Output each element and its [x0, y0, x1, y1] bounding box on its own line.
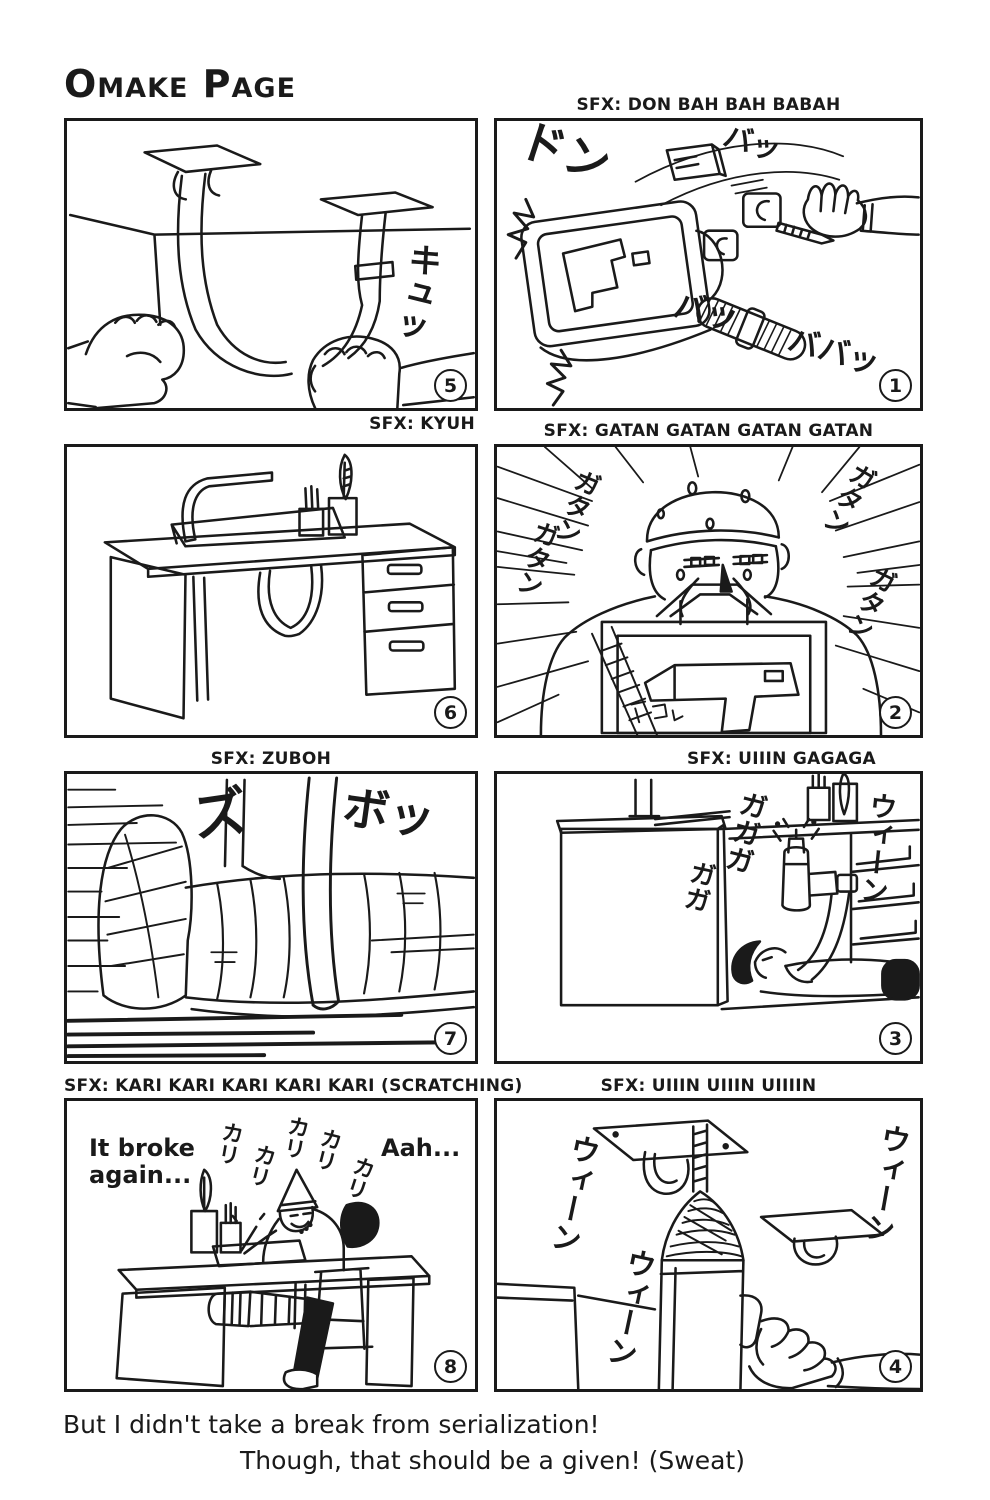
- panel-3: ガガガ ガガ ウィーン 3: [494, 771, 923, 1064]
- caption-panel7-sfx: SFX: ZUBOH: [210, 749, 332, 769]
- sfx-kari-katakana: カリ: [212, 1119, 245, 1167]
- panel-1-art: [506, 142, 920, 407]
- dialogue-aah: Aah...: [381, 1134, 461, 1162]
- panel-number-badge: 4: [879, 1350, 912, 1383]
- panel-8-art: [115, 1168, 431, 1389]
- panel-8: It broke again... Aah... カリ カリ カリ カリ カリ …: [64, 1098, 478, 1392]
- panel-2-art: [497, 447, 920, 735]
- panel-6: 6: [64, 444, 478, 738]
- panel-6-art: [103, 453, 457, 720]
- panel-number-badge: 1: [879, 369, 912, 402]
- sfx-bo-katakana: ボッ: [339, 779, 439, 847]
- panel-number-badge: 8: [434, 1350, 467, 1383]
- footer-note-line2: Though, that should be a given! (Sweat): [240, 1446, 745, 1475]
- panel-2: ガタン ガタン ガタン ガタン 2: [494, 444, 923, 738]
- caption-panel4-sfx: SFX: UIIIN UIIIN UIIIIN: [600, 1076, 817, 1096]
- sfx-zu-katakana: ズ: [188, 779, 252, 850]
- panel-number-badge: 3: [879, 1022, 912, 1055]
- panel-5: キュッ 5: [64, 118, 478, 411]
- footer-note-line1: But I didn't take a break from serializa…: [63, 1410, 600, 1439]
- panel-number-badge: 7: [434, 1022, 467, 1055]
- panel-7-art: [67, 776, 475, 1059]
- panel-number-badge: 5: [434, 369, 467, 402]
- panel-number-badge: 2: [879, 696, 912, 729]
- panel-number-badge: 6: [434, 696, 467, 729]
- panel-1: ドン バッ バッ ババッ 1: [494, 112, 923, 411]
- panel-7: ズ ボッ 7: [64, 771, 478, 1064]
- page-title: Omake Page: [64, 62, 297, 106]
- panel-3-art: [555, 774, 920, 1011]
- caption-panel8-sfx: SFX: KARI KARI KARI KARI KARI (SCRATCHIN…: [64, 1076, 523, 1096]
- panel-4-art: [497, 1119, 920, 1389]
- panel-5-art: [67, 144, 475, 408]
- caption-panel3-sfx: SFX: UIIIN GAGAGA: [686, 749, 876, 769]
- sfx-kari-katakana: カリ: [278, 1113, 311, 1161]
- panel-4: ウィーン ウィーン ウィーン 4: [494, 1098, 923, 1392]
- caption-panel5-sfx: SFX: KYUH: [369, 414, 475, 434]
- caption-panel1-sfx: SFX: DON BAH BAH BABAH: [576, 95, 841, 115]
- dialogue-it-broke-again: It broke again...: [89, 1134, 195, 1189]
- caption-panel2-sfx: SFX: GATAN GATAN GATAN GATAN: [543, 421, 874, 441]
